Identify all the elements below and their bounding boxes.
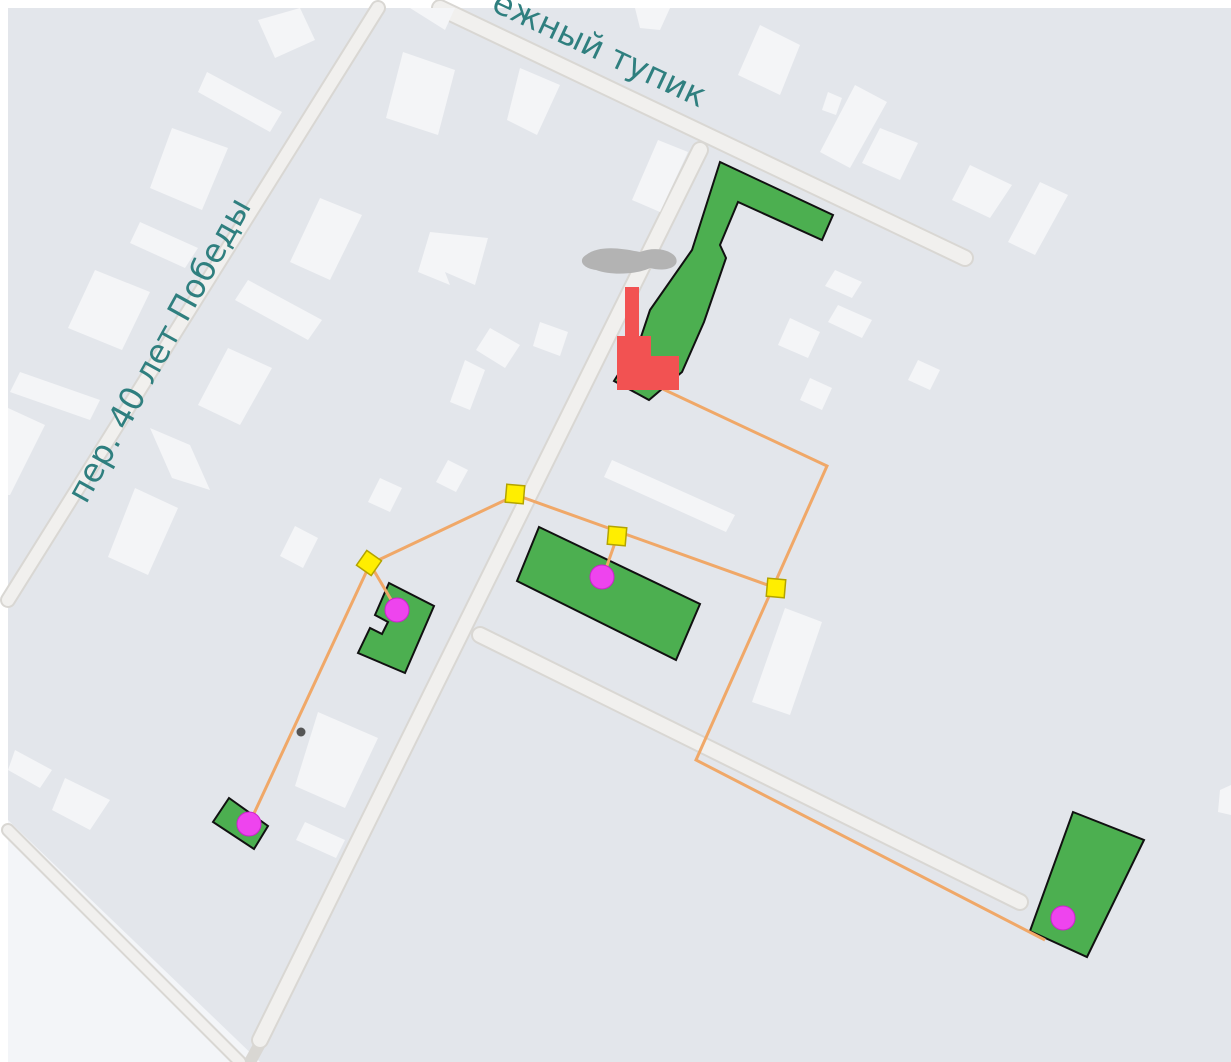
building-center[interactable] bbox=[515, 525, 702, 662]
node-marker[interactable] bbox=[504, 483, 526, 505]
node-marker[interactable] bbox=[606, 525, 628, 547]
building-small-west[interactable] bbox=[356, 581, 436, 675]
pipe-joint-marker bbox=[296, 727, 306, 737]
road-southwest bbox=[3, 825, 245, 1062]
consumer-marker[interactable] bbox=[236, 811, 262, 837]
open-area bbox=[8, 820, 260, 1062]
road-40-let-pobedy bbox=[2, 2, 384, 606]
road-tupik bbox=[433, 1, 972, 265]
node-marker[interactable] bbox=[355, 549, 383, 577]
consumer-marker[interactable] bbox=[589, 564, 615, 590]
building-l-shaped[interactable] bbox=[612, 160, 835, 402]
road-lower bbox=[473, 628, 1027, 909]
pipeline-east-loop bbox=[649, 381, 1046, 942]
background-buildings bbox=[8, 8, 1231, 858]
boiler-house-icon bbox=[617, 287, 679, 390]
pipeline-main bbox=[248, 493, 777, 823]
consumer-marker[interactable] bbox=[384, 597, 410, 623]
smoke-icon bbox=[581, 248, 677, 274]
heat-source[interactable] bbox=[581, 248, 679, 390]
consumer-markers bbox=[236, 564, 1076, 931]
node-marker[interactable] bbox=[765, 577, 787, 599]
consumer-marker[interactable] bbox=[1050, 905, 1076, 931]
network-nodes bbox=[296, 483, 787, 737]
